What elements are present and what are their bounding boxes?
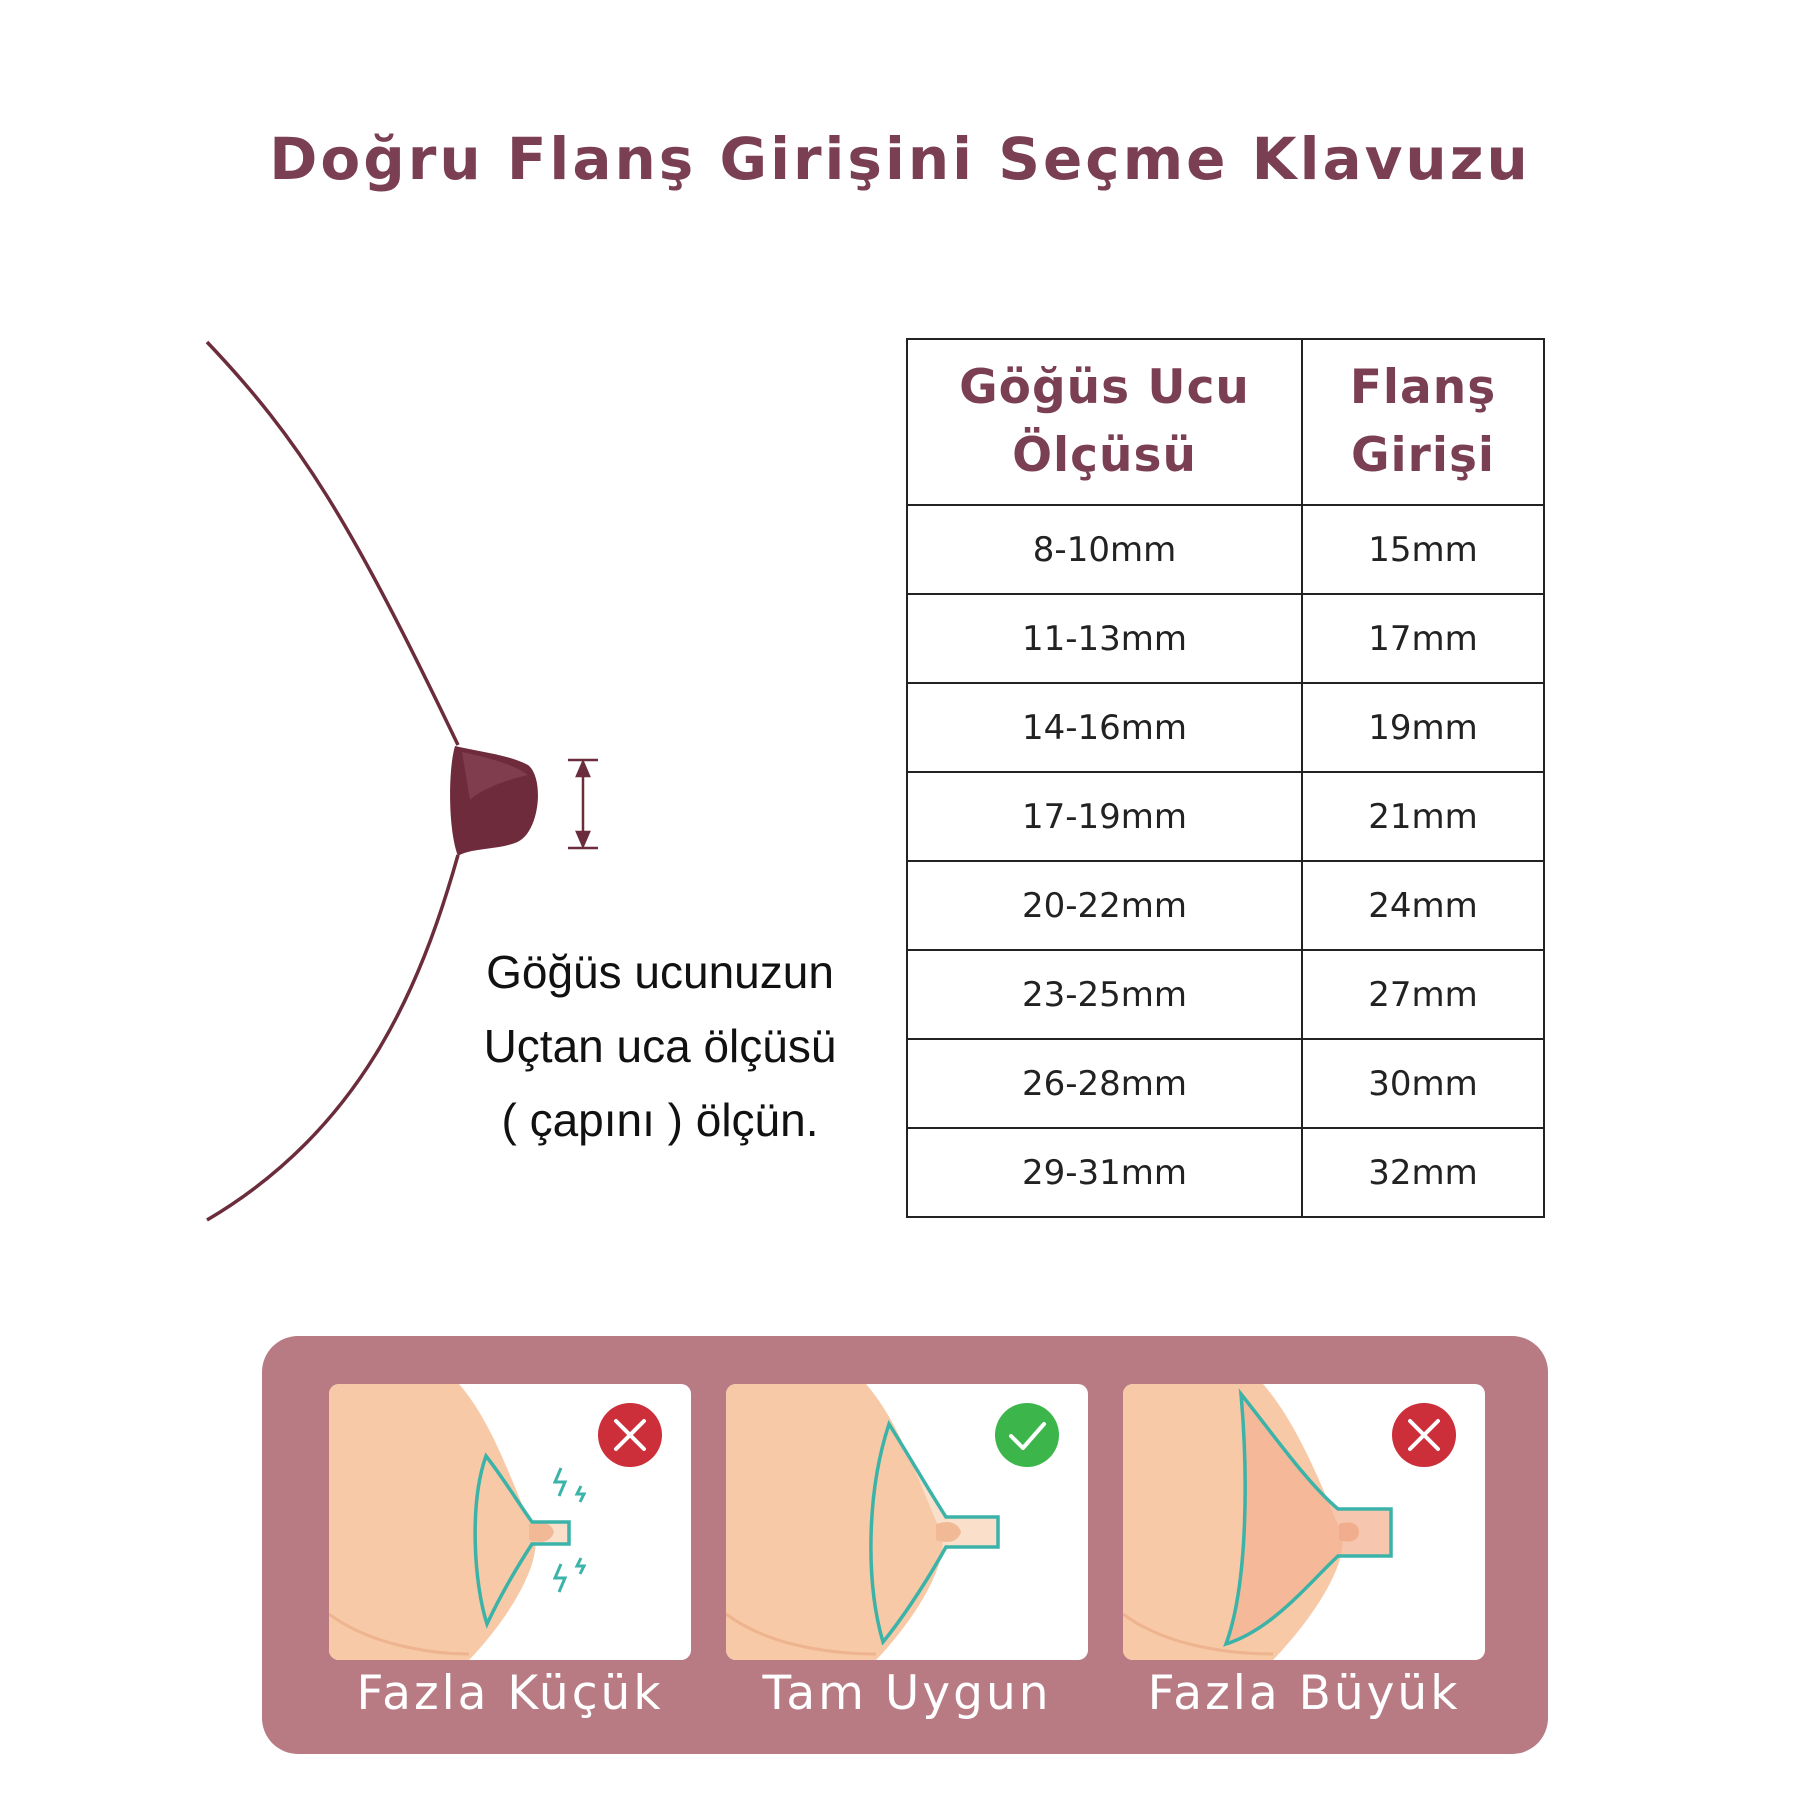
- measurement-instruction: Göğüs ucunuzun Uçtan uca ölçüsü ( çapını…: [420, 935, 900, 1157]
- diameter-arrow: [568, 758, 598, 850]
- flange-size-cell: 19mm: [1301, 682, 1545, 773]
- fit-label-too-small: Fazla Küçük: [356, 1666, 664, 1721]
- fit-comparison-panel: Fazla Küçük Tam Uygun Fazla Büyük: [262, 1336, 1548, 1754]
- nipple-size-cell: 8-10mm: [906, 504, 1303, 595]
- fit-label-perfect: Tam Uygun: [762, 1666, 1052, 1721]
- flange-size-cell: 15mm: [1301, 504, 1545, 595]
- breast-outline: [205, 340, 460, 746]
- flange-size-cell: 30mm: [1301, 1038, 1545, 1129]
- flange-size-cell: 17mm: [1301, 593, 1545, 684]
- nipple-size-cell: 17-19mm: [906, 771, 1303, 862]
- nipple-size-cell: 29-31mm: [906, 1127, 1303, 1218]
- instruction-line: Uçtan uca ölçüsü: [483, 1020, 837, 1072]
- x-icon: [1392, 1403, 1456, 1467]
- flange-outline: [1223, 1388, 1393, 1647]
- flange-size-cell: 32mm: [1301, 1127, 1545, 1218]
- nipple-size-cell: 23-25mm: [906, 949, 1303, 1040]
- instruction-line: ( çapını ) ölçün.: [501, 1094, 819, 1146]
- nipple-size-cell: 11-13mm: [906, 593, 1303, 684]
- fit-card-too-big: [1123, 1384, 1485, 1660]
- fit-card-perfect: [726, 1384, 1088, 1660]
- flange-size-cell: 24mm: [1301, 860, 1545, 951]
- x-icon: [598, 1403, 662, 1467]
- pain-lines-icon: [552, 1467, 587, 1593]
- flange-size-cell: 27mm: [1301, 949, 1545, 1040]
- fit-card-too-small: [329, 1384, 691, 1660]
- page-title: Doğru Flanş Girişini Seçme Klavuzu: [269, 125, 1531, 193]
- check-icon: [995, 1403, 1059, 1467]
- breast-measurement-illustration: [205, 340, 598, 1222]
- flange-size-cell: 21mm: [1301, 771, 1545, 862]
- nipple-size-cell: 20-22mm: [906, 860, 1303, 951]
- flange-outline: [869, 1419, 1000, 1646]
- fit-label-too-big: Fazla Büyük: [1147, 1666, 1461, 1721]
- nipple-size-cell: 14-16mm: [906, 682, 1303, 773]
- flange-outline: [473, 1452, 571, 1629]
- breast-outline-lower: [206, 854, 460, 1222]
- instruction-line: Göğüs ucunuzun: [486, 946, 834, 998]
- nipple-size-cell: 26-28mm: [906, 1038, 1303, 1129]
